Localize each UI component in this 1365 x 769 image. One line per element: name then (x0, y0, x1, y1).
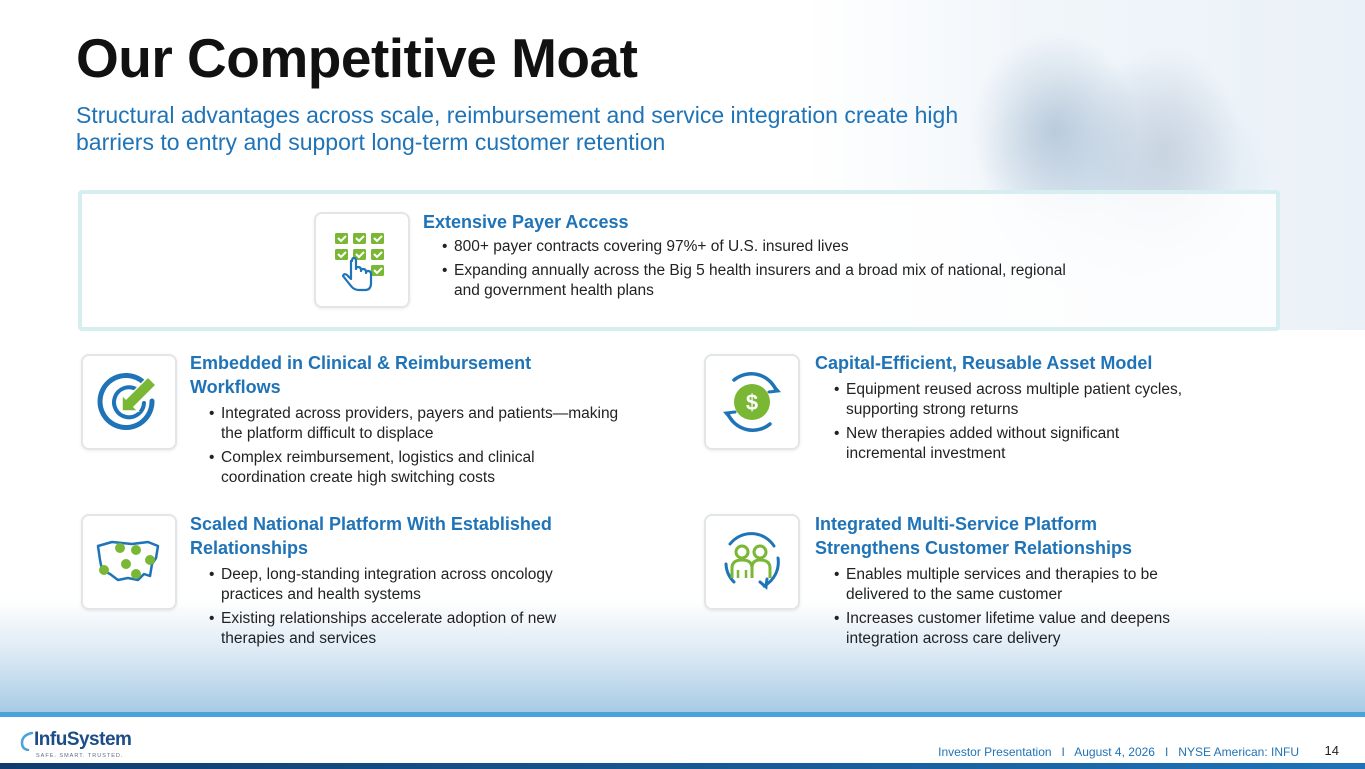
list-item: Equipment reused across multiple patient… (815, 380, 1245, 420)
integrated-platform-list: Enables multiple services and therapies … (815, 565, 1245, 649)
national-platform-heading: Scaled National Platform With Establishe… (190, 514, 552, 558)
page-title: Our Competitive Moat (76, 27, 638, 89)
list-item: Integrated across providers, payers and … (190, 404, 620, 444)
list-item: Existing relationships accelerate adopti… (190, 609, 610, 649)
payer-access-block: Extensive Payer Access 800+ payer contra… (423, 210, 1123, 305)
checklist-hand-icon (314, 212, 410, 308)
us-map-icon (81, 514, 177, 610)
logo-wordmark: InfuSystem (34, 729, 132, 750)
page-number: 14 (1324, 743, 1339, 758)
footer (0, 717, 1365, 769)
list-item: Increases customer lifetime value and de… (815, 609, 1215, 649)
integrated-platform-heading: Integrated Multi-Service Platform Streng… (815, 514, 1133, 558)
footer-line (0, 763, 1365, 769)
people-cycle-icon (704, 514, 800, 610)
payer-access-heading: Extensive Payer Access (423, 212, 629, 232)
list-item: Deep, long-standing integration across o… (190, 565, 600, 605)
list-item: Complex reimbursement, logistics and cli… (190, 448, 620, 488)
integrated-platform-block: Integrated Multi-Service Platform Streng… (815, 512, 1245, 653)
payer-access-list: 800+ payer contracts covering 97%+ of U.… (423, 237, 1123, 301)
dollar-cycle-icon: $ (704, 354, 800, 450)
embedded-workflows-block: Embedded in Clinical & Reimbursement Wor… (190, 351, 620, 492)
capital-efficient-list: Equipment reused across multiple patient… (815, 380, 1245, 464)
capital-efficient-block: Capital-Efficient, Reusable Asset Model … (815, 351, 1245, 468)
target-arrow-icon (81, 354, 177, 450)
svg-text:$: $ (746, 390, 758, 415)
list-item: New therapies added without significant … (815, 424, 1175, 464)
logo-mark-icon (20, 731, 34, 751)
national-platform-block: Scaled National Platform With Establishe… (190, 512, 620, 653)
bottom-stripe (0, 712, 1365, 717)
footer-text: Investor Presentation I August 4, 2026 I… (938, 745, 1299, 759)
national-platform-list: Deep, long-standing integration across o… (190, 565, 620, 649)
logo-tagline: SAFE. SMART. TRUSTED. (36, 753, 124, 759)
page-subtitle: Structural advantages across scale, reim… (76, 102, 959, 155)
embedded-workflows-list: Integrated across providers, payers and … (190, 404, 620, 488)
embedded-workflows-heading: Embedded in Clinical & Reimbursement Wor… (190, 353, 532, 397)
list-item: 800+ payer contracts covering 97%+ of U.… (423, 237, 1123, 257)
infusystem-logo: InfuSystem SAFE. SMART. TRUSTED. (20, 727, 150, 763)
list-item: Enables multiple services and therapies … (815, 565, 1205, 605)
list-item: Expanding annually across the Big 5 heal… (423, 261, 1083, 301)
capital-efficient-heading: Capital-Efficient, Reusable Asset Model (815, 353, 1153, 373)
